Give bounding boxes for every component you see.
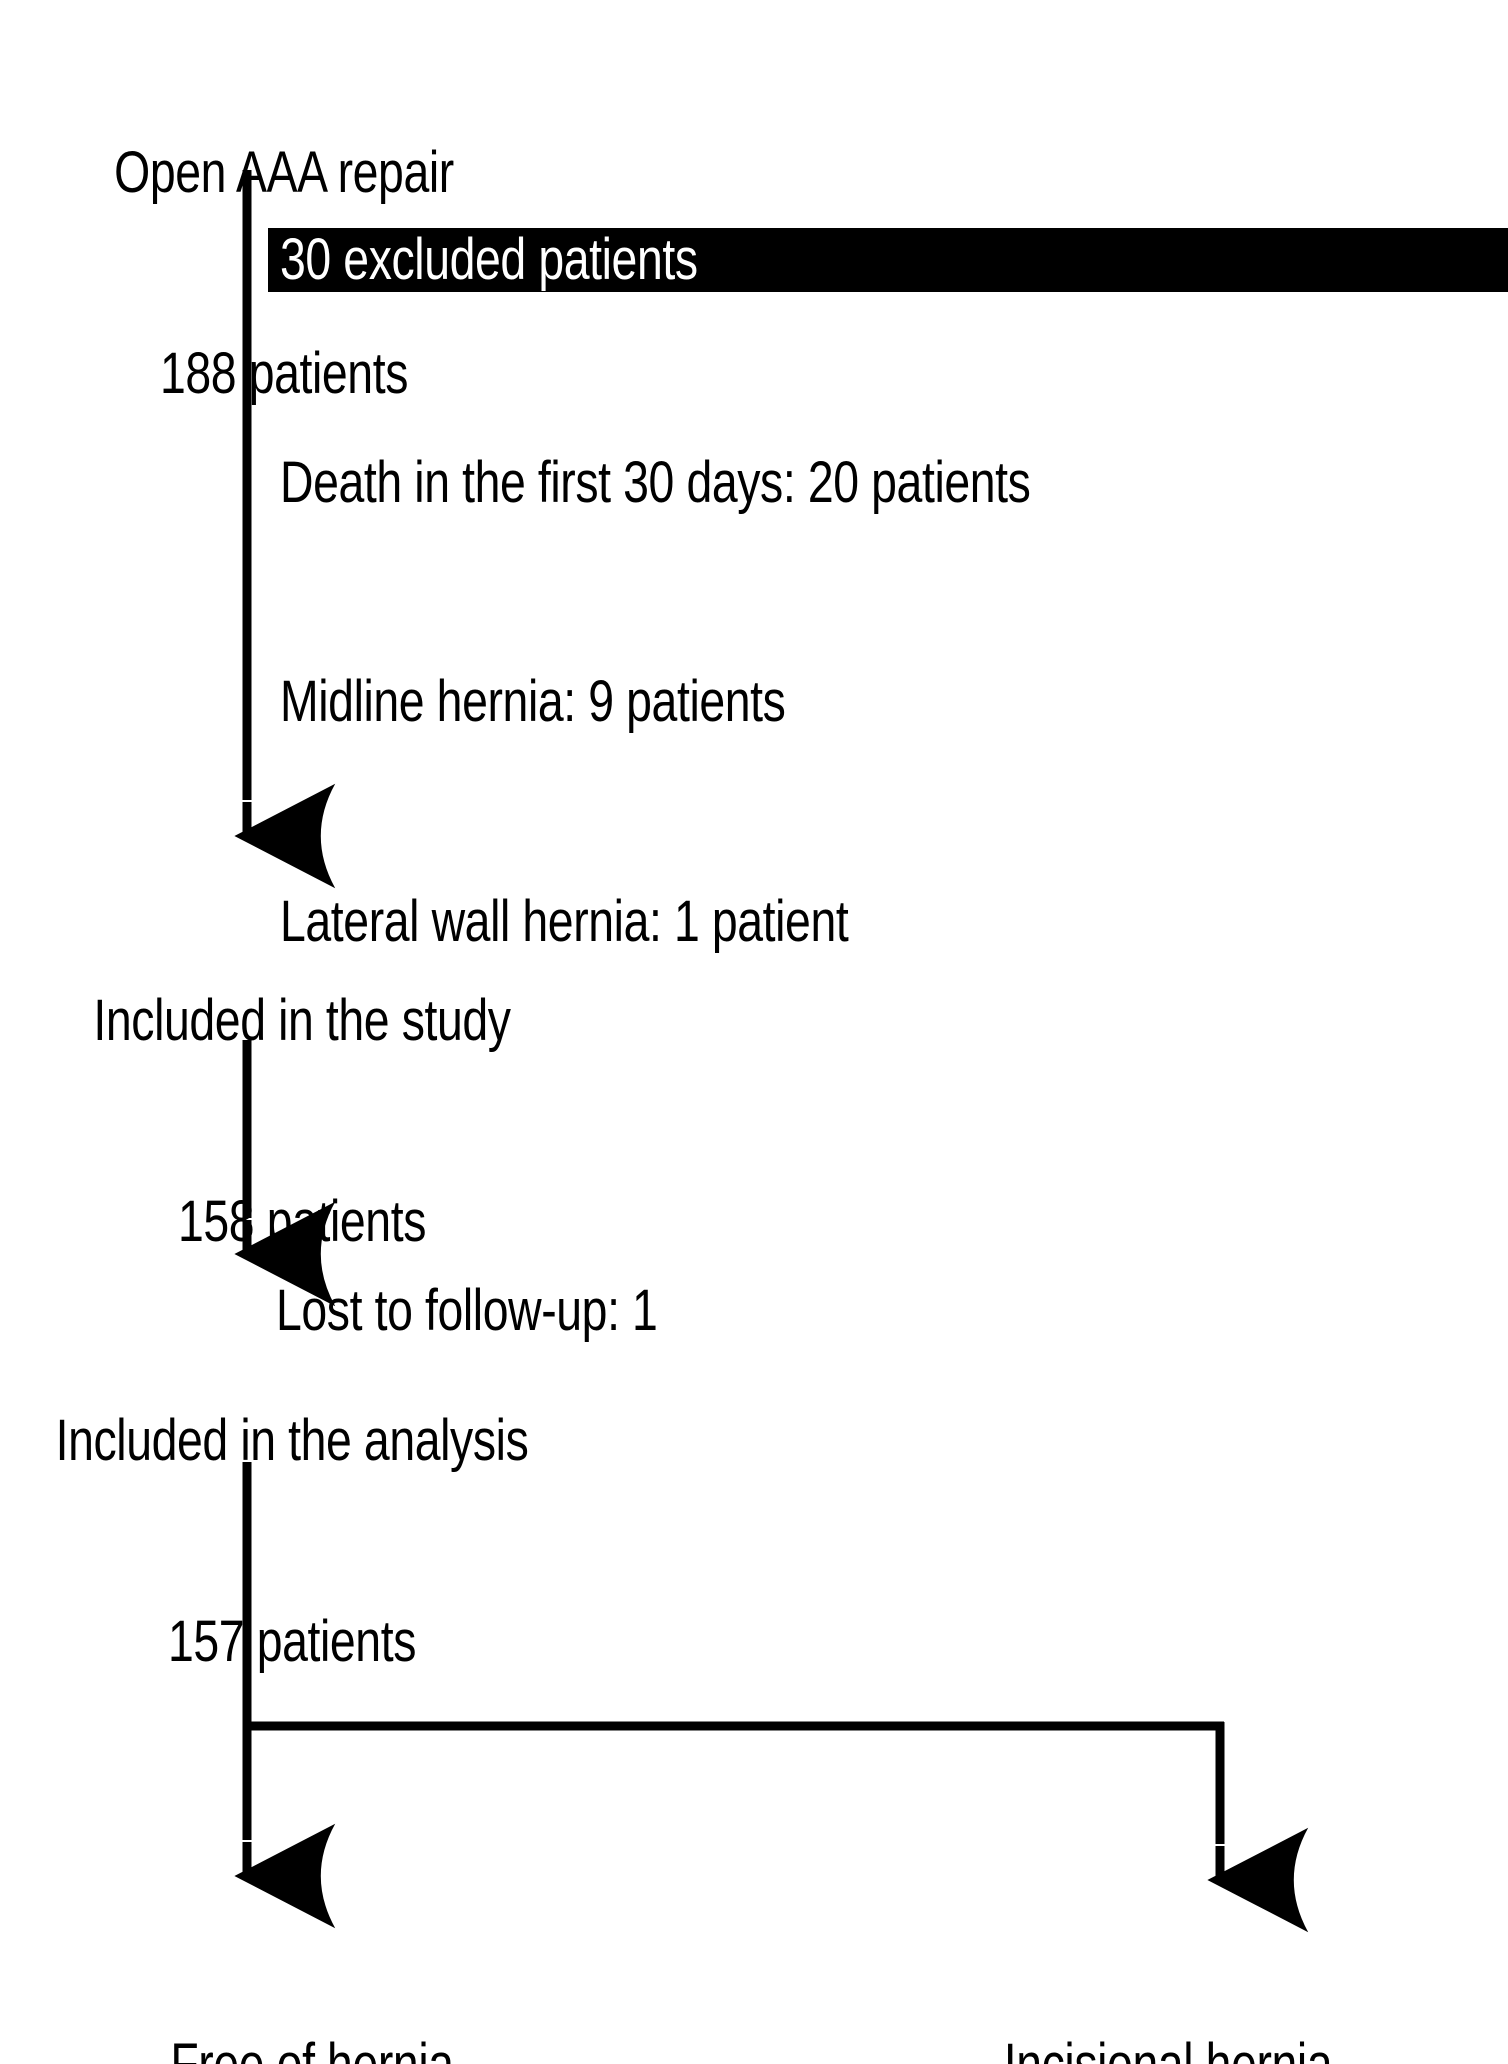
excluded-reason-item: Death in the first 30 days: 20 patients (280, 450, 1031, 516)
node-included-in-study: Included in the study 158 patients (22, 852, 582, 1390)
excluded-reason-list: Death in the first 30 days: 20 patients … (280, 300, 1320, 1104)
node-open-aaa-repair-line1: Open AAA repair (114, 139, 454, 205)
excluded-reason-item: Midline hernia: 9 patients (280, 669, 786, 735)
node-free-of-hernia-line1: Free of hernia (32, 2031, 592, 2064)
node-free-of-hernia: Free of hernia 84 patients (53.5 %) (32, 1896, 592, 2064)
node-open-aaa-repair: Open AAA repair 188 patients (36, 4, 532, 542)
node-incisional-hernia: Incisional hernia 73 patients (46.5 %) (888, 1896, 1448, 2064)
node-included-in-analysis-line2: 157 patients (167, 1609, 417, 1675)
excluded-header-label: 30 excluded patients (280, 227, 698, 292)
excluded-header-bar (268, 228, 1508, 292)
node-included-in-study-line2: 158 patients (177, 1189, 427, 1255)
label-lost-to-followup: Lost to follow-up: 1 (276, 1142, 836, 1478)
node-open-aaa-repair-line2: 188 patients (159, 341, 409, 407)
node-included-in-study-line1: Included in the study (93, 987, 511, 1053)
label-lost-to-followup-text: Lost to follow-up: 1 (276, 1277, 658, 1343)
node-included-in-analysis: Included in the analysis 157 patients (0, 1272, 588, 1810)
node-included-in-analysis-line1: Included in the analysis (55, 1407, 529, 1473)
excluded-reason-item: Lateral wall hernia: 1 patient (280, 888, 849, 954)
node-incisional-hernia-line1: Incisional hernia (888, 2031, 1448, 2064)
